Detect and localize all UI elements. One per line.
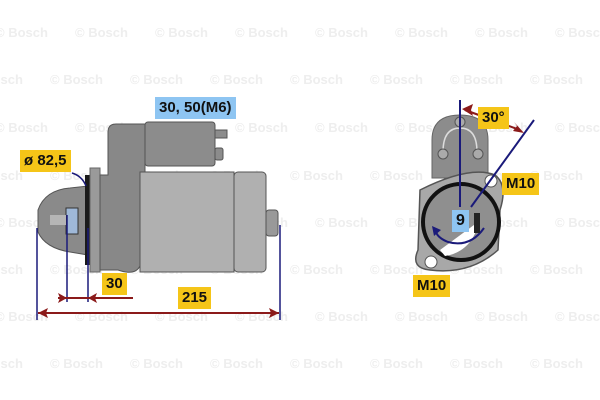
- pinion-teeth: [474, 213, 480, 233]
- motor-end-cap: [233, 171, 267, 273]
- rotation-arrow: [435, 227, 485, 245]
- terminal-label: 30, 50(M6): [155, 97, 236, 119]
- solenoid: [144, 121, 216, 167]
- bolt-bottom-label: M10: [413, 275, 451, 297]
- shaft: [50, 215, 66, 225]
- terminal-stud-50: [214, 147, 224, 161]
- angle-reference: [470, 119, 535, 208]
- angle-label: 30°: [478, 107, 509, 129]
- diameter-label: ø 82,5: [20, 150, 71, 172]
- rear-bearing-boss: [265, 209, 279, 237]
- diameter-leader: [71, 172, 87, 187]
- teeth-count-label: 9: [452, 210, 469, 232]
- angle-arrow-right: [513, 122, 524, 133]
- solenoid-housing: [99, 123, 146, 273]
- side-view: [36, 121, 281, 320]
- rotation-arrowhead: [432, 226, 441, 236]
- arrow-30-left: [58, 293, 67, 303]
- motor-body: [139, 171, 235, 273]
- terminal-nut-right: [472, 148, 484, 160]
- terminal-stud-30: [214, 129, 228, 139]
- arrow-215-right: [269, 308, 279, 318]
- flange-offset-label: 30: [102, 273, 127, 295]
- total-length-label: 215: [178, 287, 212, 309]
- bolt-hole-bottom: [424, 255, 438, 269]
- mounting-flange: [89, 167, 101, 273]
- arrow-215-left: [38, 308, 48, 318]
- bolt-top-label: M10: [502, 173, 540, 195]
- arrow-30-right: [88, 293, 97, 303]
- terminal-nut-left: [437, 148, 449, 160]
- pinion-gear: [65, 207, 79, 235]
- mounting-flange-seal: [85, 175, 90, 265]
- angle-arrow-left: [462, 104, 473, 116]
